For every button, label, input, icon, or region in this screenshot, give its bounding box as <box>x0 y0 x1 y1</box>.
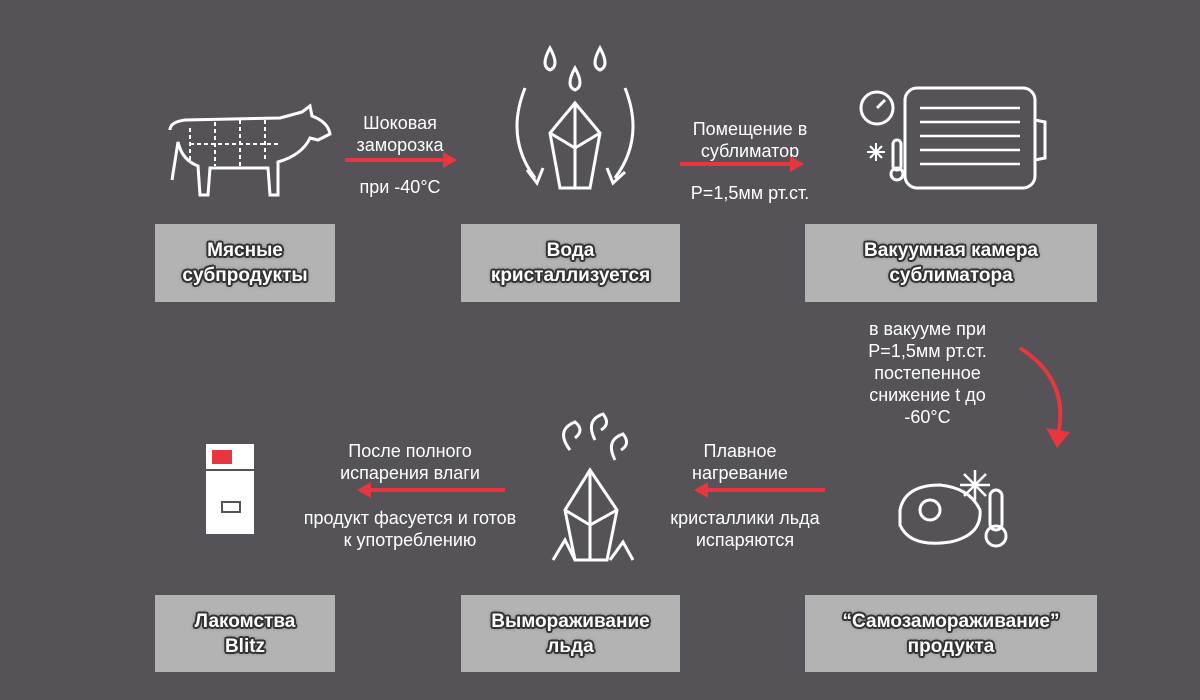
arrow-right-1 <box>345 152 457 168</box>
cow-icon <box>168 103 332 197</box>
frozen-meat-icon <box>898 470 1008 548</box>
step-meat-byproducts: Мясные субпродукты <box>155 224 335 302</box>
water-crystal-icon <box>515 44 635 190</box>
arrow-left-2 <box>357 482 505 498</box>
step-ice-freezing-out: Вымораживание льда <box>461 595 680 672</box>
step-water-crystallizes: Вода кристаллизуется <box>461 224 680 302</box>
label-packaged: продукт фасуется и готов к употреблению <box>303 508 517 550</box>
label-shock-freeze: Шоковая заморозка <box>356 113 444 155</box>
label-after-evaporation: После полного испарения влаги <box>340 441 480 483</box>
label-pressure: Р=1,5мм рт.ст. <box>690 183 810 203</box>
label-place-in-sublimator: Помещение в сублиматор <box>692 119 808 161</box>
label-minus-40: при -40°С <box>359 177 441 197</box>
label-ice-evaporates: кристаллики льда испаряются <box>670 508 820 550</box>
step-self-freezing: “Самозамораживание” продукта <box>805 595 1097 672</box>
label-gentle-heating: Плавное нагревание <box>692 441 788 483</box>
sublimator-chamber-icon <box>859 86 1047 190</box>
step-blitz-treats: Лакомства Blitz <box>155 595 335 672</box>
label-vacuum-cooling: в вакууме при Р=1,5мм рт.ст. постепенное… <box>868 319 987 427</box>
curved-arrow-down <box>1018 346 1070 448</box>
step-vacuum-chamber: Вакуумная камера сублиматора <box>805 224 1097 302</box>
arrow-right-2 <box>680 156 804 172</box>
arrow-left-1 <box>694 482 825 498</box>
package-icon <box>206 444 254 534</box>
evaporating-ice-icon <box>551 412 635 562</box>
